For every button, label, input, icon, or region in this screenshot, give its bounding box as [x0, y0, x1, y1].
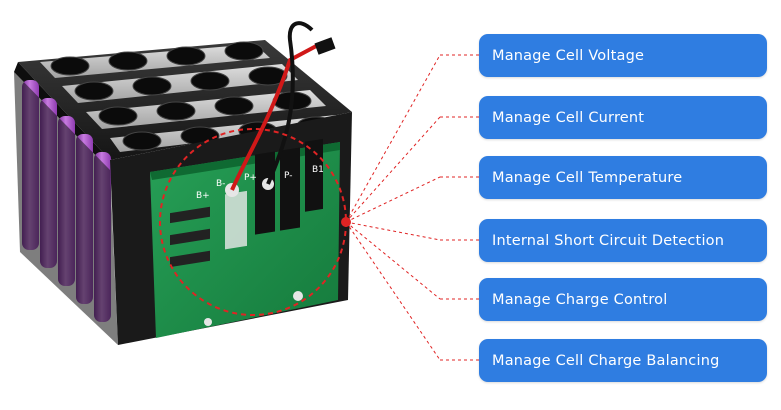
feature-charge-balancing: Manage Cell Charge Balancing [479, 339, 767, 382]
pcb-label-pplus: P+ [244, 173, 257, 183]
cell-top [132, 76, 172, 96]
feature-cell-current: Manage Cell Current [479, 96, 767, 139]
feature-short-circuit-detection: Internal Short Circuit Detection [479, 219, 767, 262]
leader-line [345, 221, 441, 361]
pcb-label-bplus: B+ [196, 191, 210, 201]
pcb-label-pminus: P- [284, 171, 292, 181]
cell-top [224, 41, 264, 61]
pcb-label-bminus: B- [216, 179, 225, 189]
leader-lines [345, 54, 479, 361]
cell-top [108, 51, 148, 71]
cell-top [166, 46, 206, 66]
leader-line [345, 176, 441, 223]
feature-cell-temperature: Manage Cell Temperature [479, 156, 767, 199]
leader-line [345, 221, 441, 241]
feature-charge-control: Manage Charge Control [479, 278, 767, 321]
cell-top [248, 66, 288, 86]
leader-line [345, 116, 441, 223]
cell-top [98, 106, 138, 126]
balance-wires [230, 21, 336, 191]
bms-pcb: B+ B- P- P+ B1 [150, 138, 340, 338]
cell-top [122, 131, 162, 151]
leader-line [345, 221, 441, 300]
cell-top [50, 56, 90, 76]
pcb-label-b1: B1 [312, 165, 324, 175]
leader-line [345, 54, 441, 223]
cell-top [214, 96, 254, 116]
cell-top [74, 81, 114, 101]
cell-top [156, 101, 196, 121]
cell-top [190, 71, 230, 91]
feature-cell-voltage: Manage Cell Voltage [479, 34, 767, 77]
